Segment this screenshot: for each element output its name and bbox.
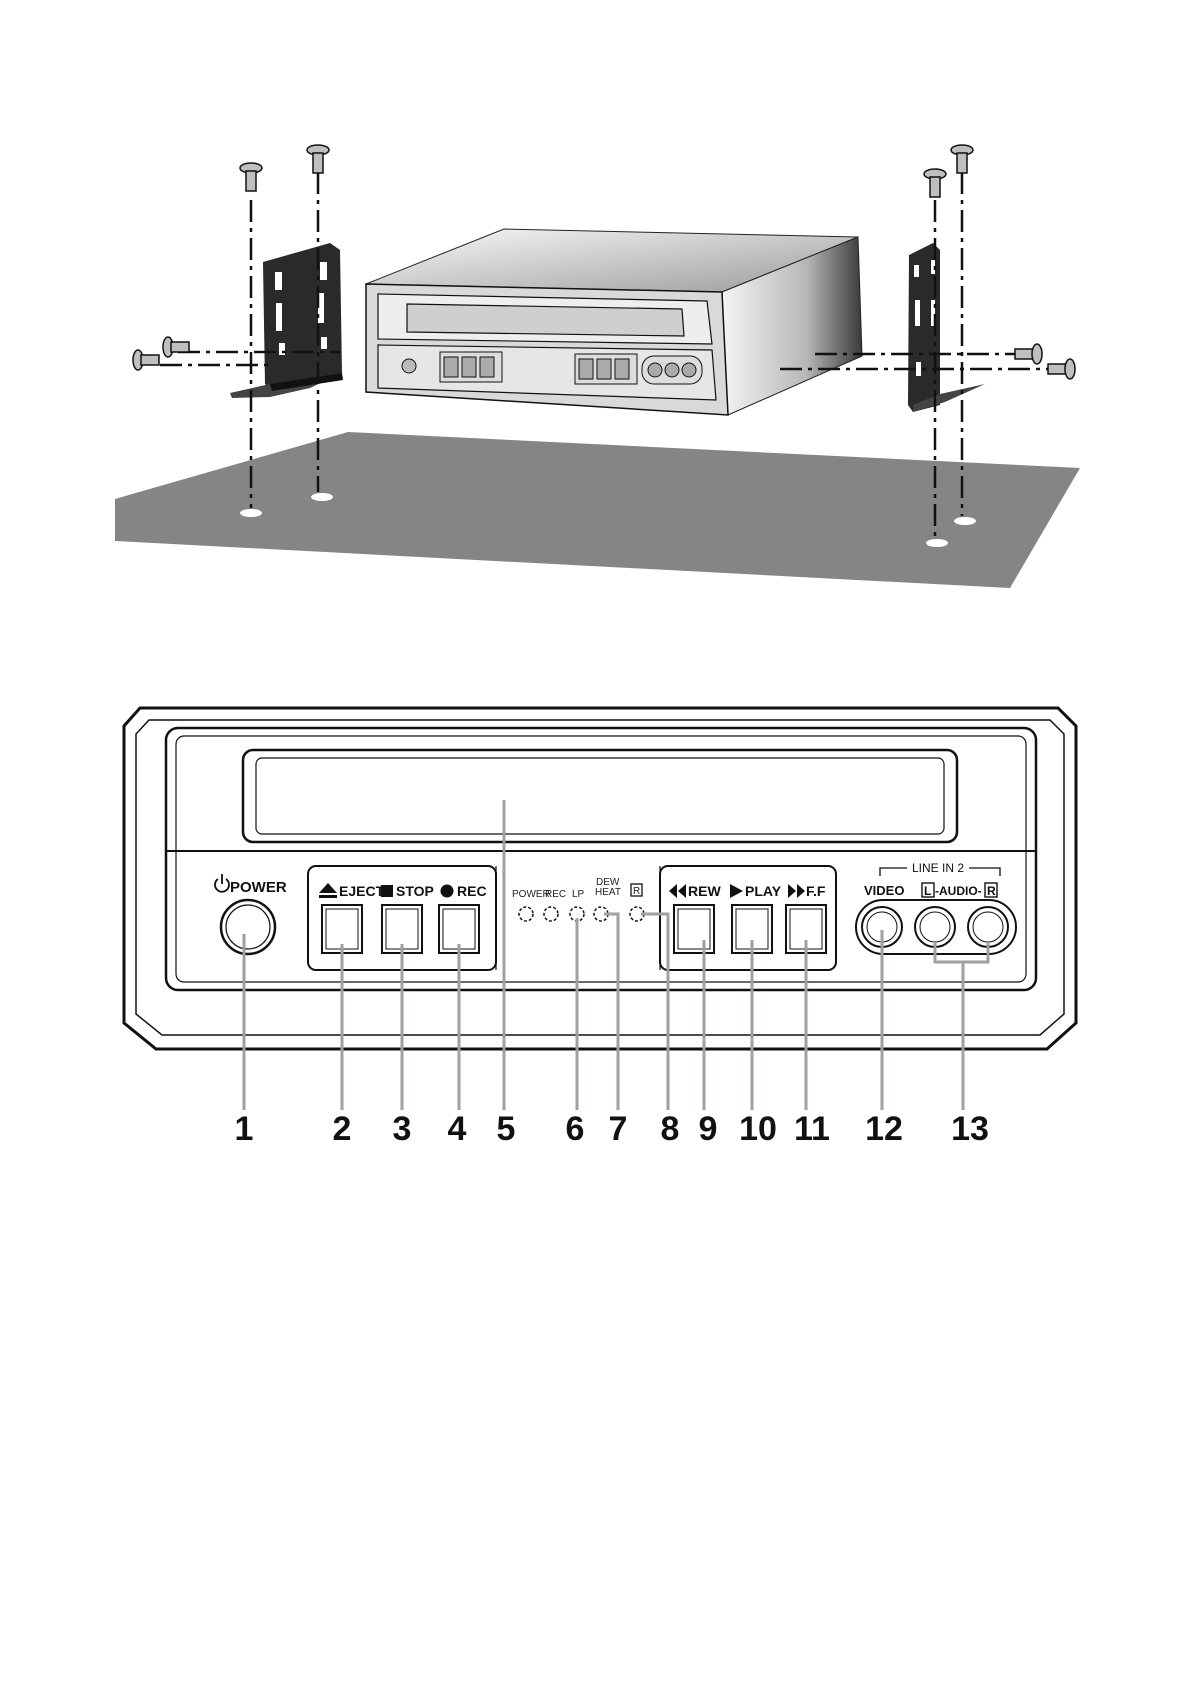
screw-icon [923,168,947,198]
indicator-power-led [518,906,534,922]
power-icon [214,874,230,893]
screw-icon [950,144,974,174]
vcr-unit [365,228,863,416]
ff-label: F.F [806,883,826,899]
screw-icon [1047,358,1076,380]
indicator-r-label: R [633,886,640,897]
callout-8: 8 [661,1110,680,1148]
indicator-dew-label: DEW [596,877,620,888]
eject-label: EJECT [339,883,385,899]
power-button[interactable] [219,898,277,956]
stop-icon [381,885,393,897]
indicator-rec-led [543,906,559,922]
callout-10: 10 [739,1110,777,1148]
callout-12: 12 [865,1110,903,1148]
stop-label: STOP [396,883,434,899]
callout-lines [242,800,990,1110]
video-label: VIDEO [864,883,904,898]
shelf-hole [311,493,333,501]
indicator-lp-label: LP [572,889,585,900]
audio-right-label: R [987,884,996,898]
screw-icon [1014,343,1043,365]
shelf-hole [926,539,948,547]
cassette-slot [241,748,959,844]
left-bracket [230,243,343,398]
audio-label: -AUDIO- [935,884,982,898]
callout-2: 2 [333,1110,352,1148]
screw-icon [162,336,190,358]
audio-left-jack[interactable] [914,906,956,948]
rew-label: REW [688,883,721,899]
callout-numbers: 1 2 3 4 5 6 7 8 9 10 11 12 13 [235,1110,989,1148]
eject-icon [319,883,337,893]
fast-forward-icon [788,884,805,898]
callout-13: 13 [951,1110,989,1148]
shelf-hole [240,509,262,517]
audio-right-jack[interactable] [967,906,1009,948]
callout-4: 4 [448,1110,467,1148]
screw-icon [132,349,160,371]
callout-7: 7 [609,1110,628,1148]
play-label: PLAY [745,883,782,899]
screw-icon [306,144,330,174]
rewind-icon [669,884,686,898]
indicator-panel: POWER REC LP DEW HEAT R [512,877,645,922]
audio-left-label: L [924,884,931,898]
shelf-surface [115,432,1080,588]
indicator-rec-label: REC [545,889,566,900]
callout-11: 11 [794,1110,830,1148]
callout-9: 9 [699,1110,718,1148]
callout-1: 1 [235,1110,254,1148]
mounting-illustration [115,144,1080,588]
screws [132,144,1076,380]
screw-icon [239,162,263,192]
line-in-label: LINE IN 2 [912,861,964,875]
rew-button[interactable] [673,904,715,954]
record-icon [440,884,454,898]
panel-bezel [122,706,1078,1051]
guide-lines [160,172,1050,538]
callout-6: 6 [566,1110,585,1148]
rec-label: REC [457,883,487,899]
callout-5: 5 [497,1110,516,1148]
front-panel-diagram: POWER EJECT STOP REC POWER REC LP DEW [122,706,1078,1148]
play-icon [730,884,743,898]
indicator-heat-label: HEAT [595,887,621,898]
indicator-power-label: POWER [512,889,550,900]
callout-3: 3 [393,1110,412,1148]
right-bracket [908,243,985,412]
shelf-hole [954,517,976,525]
power-label: POWER [230,879,287,896]
